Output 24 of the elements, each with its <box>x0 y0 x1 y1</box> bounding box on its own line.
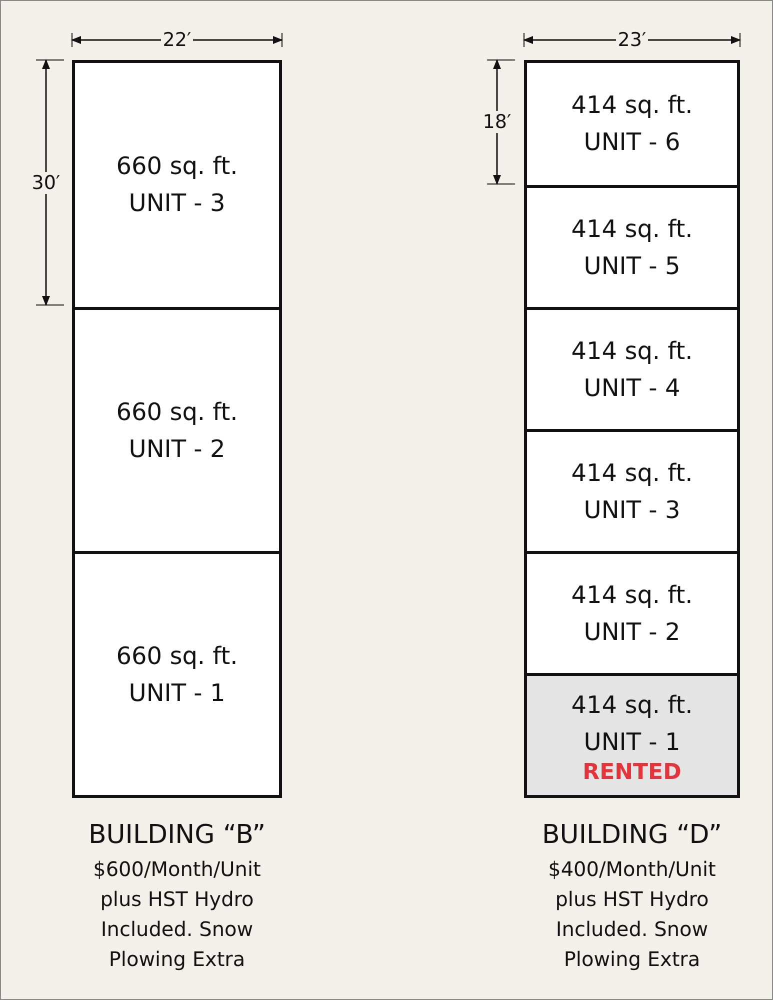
unit-area: 414 sq. ft. <box>571 210 693 248</box>
unit-area: 660 sq. ft. <box>116 394 238 430</box>
unit-area: 414 sq. ft. <box>571 332 693 370</box>
rent-note: $400/Month/Unit plus HST Hydro Included. Snow Plowing Extra <box>547 856 717 973</box>
rent-note: $600/Month/Unit plus HST Hydro Included. Snow Plowing Extra <box>92 856 262 973</box>
building-title: BUILDING “B” <box>87 819 267 852</box>
building-title: BUILDING “D” <box>540 819 724 852</box>
status-label: RENTED <box>582 760 682 784</box>
unit-name: UNIT - 2 <box>128 434 226 464</box>
unit-area: 660 sq. ft. <box>116 148 238 185</box>
unit-name: UNIT - 1 <box>584 726 680 758</box>
unit-name: UNIT - 4 <box>584 372 680 404</box>
unit-name: UNIT - 5 <box>584 250 680 282</box>
unit-area: 414 sq. ft. <box>571 576 693 614</box>
unit-area: 414 sq. ft. <box>571 686 693 724</box>
unit-name: UNIT - 6 <box>584 127 680 158</box>
unit-name: UNIT - 3 <box>128 188 226 219</box>
unit-name: UNIT - 1 <box>128 678 226 708</box>
unit-name: UNIT - 3 <box>584 494 680 526</box>
unit-name: UNIT - 2 <box>584 616 680 648</box>
unit-area: 414 sq. ft. <box>571 87 693 124</box>
unit-area: 660 sq. ft. <box>116 638 238 674</box>
unit-room <box>527 673 737 795</box>
unit-area: 414 sq. ft. <box>571 454 693 492</box>
